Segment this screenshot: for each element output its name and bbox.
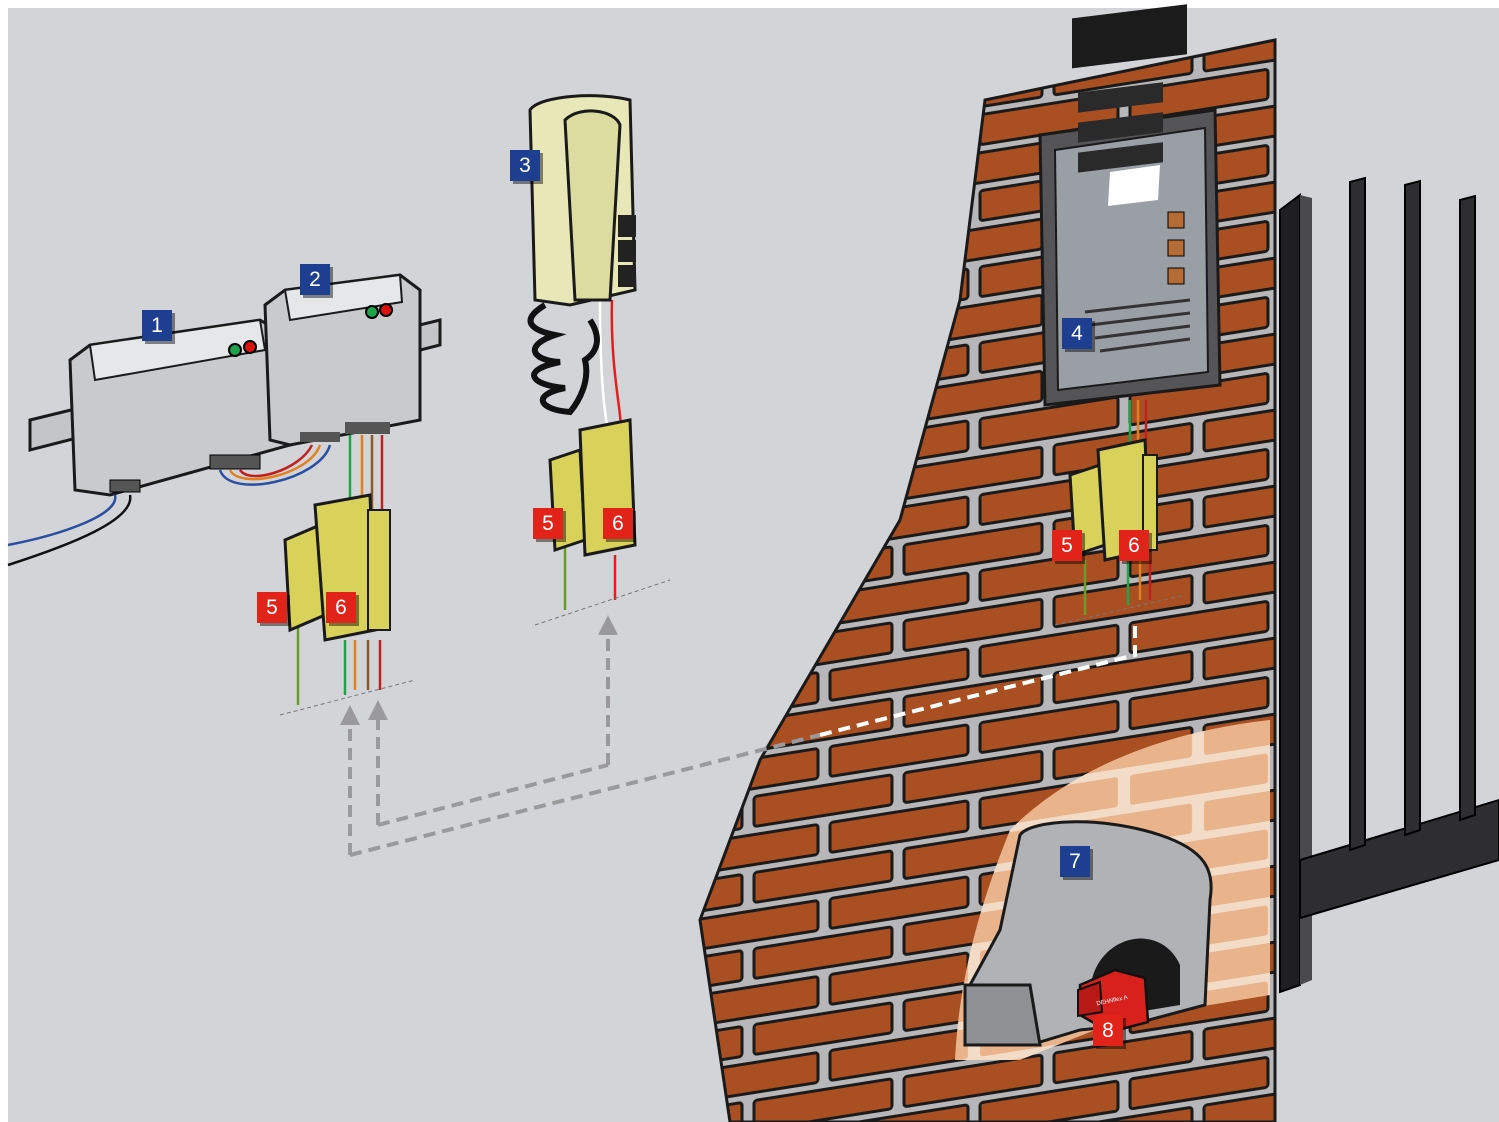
callout-3: 3	[510, 150, 540, 181]
cut-lines	[279, 579, 1186, 716]
spd-group-left	[283, 493, 391, 642]
callout-4: 4	[1062, 318, 1092, 349]
wiring	[7, 299, 1152, 705]
controller-device	[263, 273, 422, 447]
callout-6-middle: 6	[603, 508, 633, 539]
intercom-handset	[527, 94, 637, 416]
cable-route-arrows	[340, 615, 1137, 857]
callout-1: 1	[142, 310, 172, 341]
callout-5-left: 5	[257, 592, 287, 623]
callout-5-middle: 5	[533, 508, 563, 539]
power-supply-device	[68, 318, 292, 497]
callout-2: 2	[300, 264, 330, 295]
callout-8: 8	[1093, 1015, 1123, 1046]
callout-7: 7	[1060, 846, 1090, 877]
callout-5-right: 5	[1052, 530, 1082, 561]
callout-6-right: 6	[1119, 530, 1149, 561]
metal-gate	[1279, 176, 1499, 994]
spd-group-right	[1068, 438, 1158, 562]
callout-6-left: 6	[326, 592, 356, 623]
gate-post-housing	[963, 820, 1213, 1047]
